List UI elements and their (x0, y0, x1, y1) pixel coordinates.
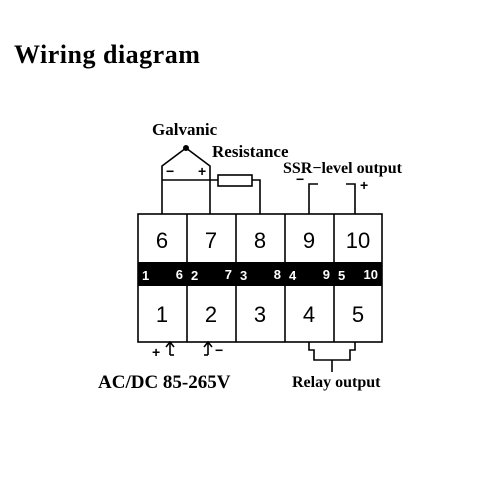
terminal-1: 1 (156, 302, 168, 327)
terminal-number-band (138, 262, 382, 286)
galvanic-label: Galvanic (152, 120, 218, 139)
power-supply-label: AC/DC 85-265V (98, 372, 231, 393)
relay-output-bracket (308, 342, 356, 361)
terminal-9: 9 (303, 228, 315, 253)
terminal-3: 3 (254, 302, 266, 327)
ssr-plus-sign: + (360, 177, 368, 193)
ssr-output-label: SSR−level output (283, 160, 402, 177)
band-label-10: 10 (364, 267, 378, 282)
terminal-5: 5 (352, 302, 364, 327)
band-label-6: 6 (176, 267, 183, 282)
band-label-3: 3 (240, 268, 247, 283)
band-label-4: 4 (289, 268, 297, 283)
band-label-5: 5 (338, 268, 345, 283)
band-label-9: 9 (323, 267, 330, 282)
band-label-8: 8 (274, 267, 281, 282)
power-minus-sign: − (215, 342, 223, 358)
terminal-10: 10 (346, 228, 370, 253)
resistance-label: Resistance (212, 142, 289, 161)
galvanic-junction-dot (183, 145, 189, 151)
resistor-symbol (217, 174, 253, 187)
terminal-6: 6 (156, 228, 168, 253)
galvanic-minus-sign: − (166, 163, 174, 179)
terminal-2: 2 (205, 302, 217, 327)
ssr-minus-sign: − (296, 171, 304, 187)
terminal-7: 7 (205, 228, 217, 253)
relay-output-label: Relay output (292, 374, 381, 391)
diagram-title: Wiring diagram (14, 40, 201, 69)
band-label-7: 7 (225, 267, 232, 282)
band-label-1: 1 (142, 268, 149, 283)
galvanic-plus-sign: + (198, 163, 206, 179)
terminal-8: 8 (254, 228, 266, 253)
band-label-2: 2 (191, 268, 198, 283)
terminal-4: 4 (303, 302, 315, 327)
power-plus-sign: + (152, 344, 160, 360)
